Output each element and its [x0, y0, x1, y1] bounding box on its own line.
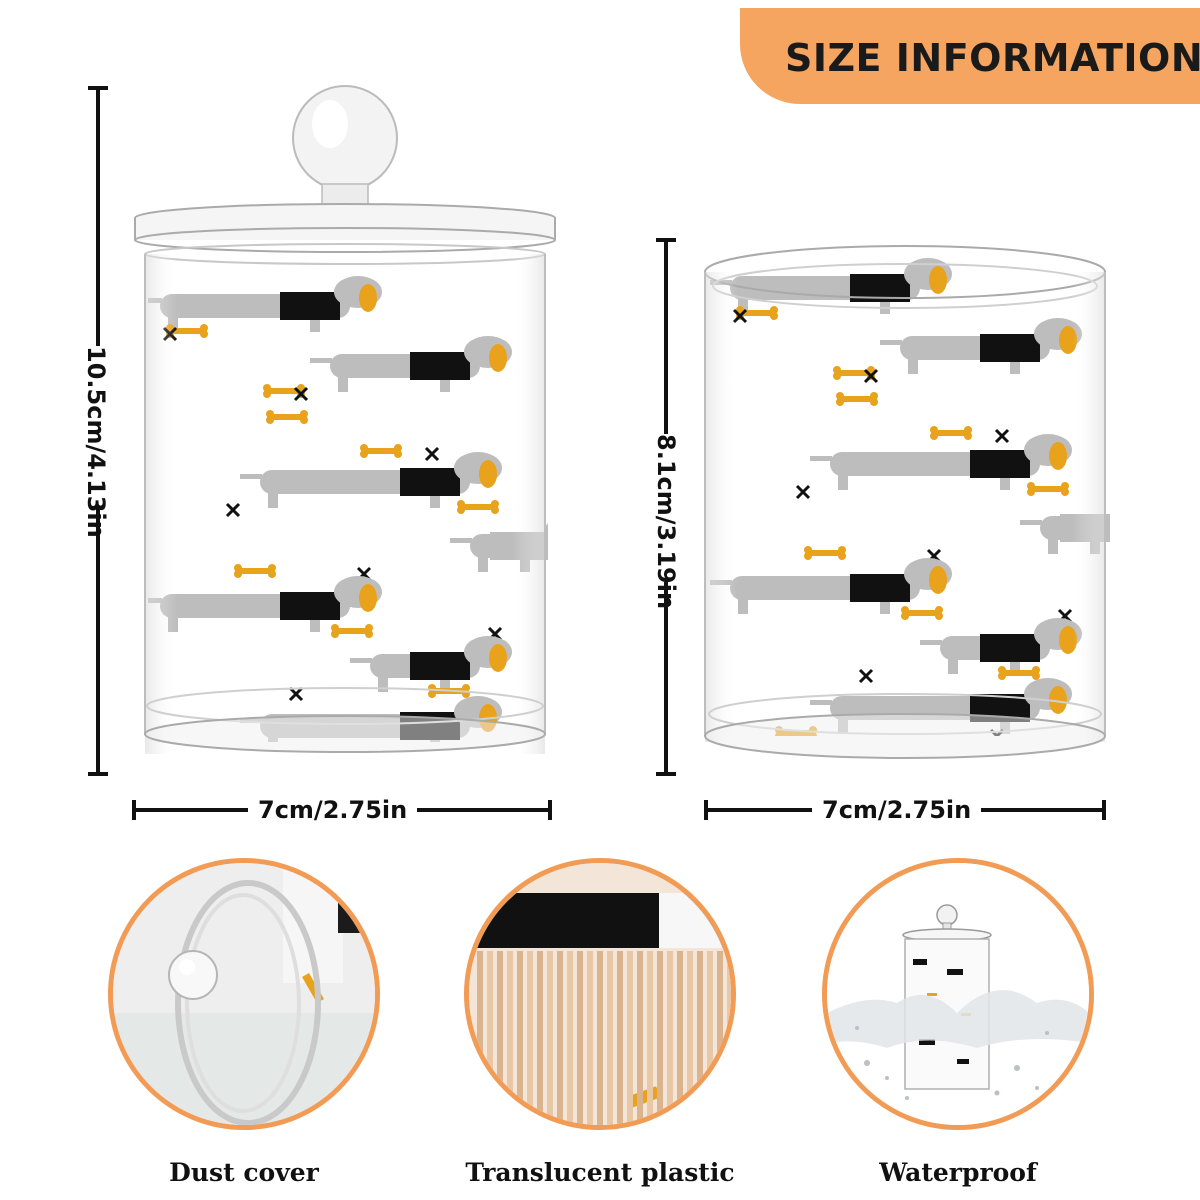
feature-label: Translucent plastic — [465, 1158, 735, 1187]
water-splash-icon — [822, 858, 1094, 1130]
feature-label: Waterproof — [879, 1158, 1037, 1187]
short-height-cap-bottom — [656, 772, 676, 776]
tall-width-cap-right — [548, 800, 552, 820]
tall-height-cap-bottom — [88, 772, 108, 776]
header-banner — [740, 8, 1200, 104]
feature-label: Dust cover — [169, 1158, 319, 1187]
feature-translucent-plastic: Translucent plastic — [460, 858, 740, 1187]
tall-height-label: 10.5cm/4.13in — [82, 346, 110, 538]
tall-jar-image — [130, 84, 560, 774]
tall-jar-illustration — [134, 85, 556, 754]
short-width-label: 7cm/2.75in — [812, 796, 982, 824]
cotton-swabs-closeup-icon — [464, 858, 736, 1130]
lid-knob-closeup-icon — [108, 858, 380, 1130]
tall-width-label: 7cm/2.75in — [248, 796, 418, 824]
short-jar-illustration — [704, 245, 1110, 759]
short-height-label: 8.1cm/3.19in — [652, 434, 680, 610]
short-jar-image — [700, 236, 1120, 776]
short-width-cap-right — [1102, 800, 1106, 820]
feature-dust-cover: Dust cover — [104, 858, 384, 1187]
header-title: SIZE INFORMATION — [785, 36, 1200, 80]
feature-waterproof: Waterproof — [818, 858, 1098, 1187]
